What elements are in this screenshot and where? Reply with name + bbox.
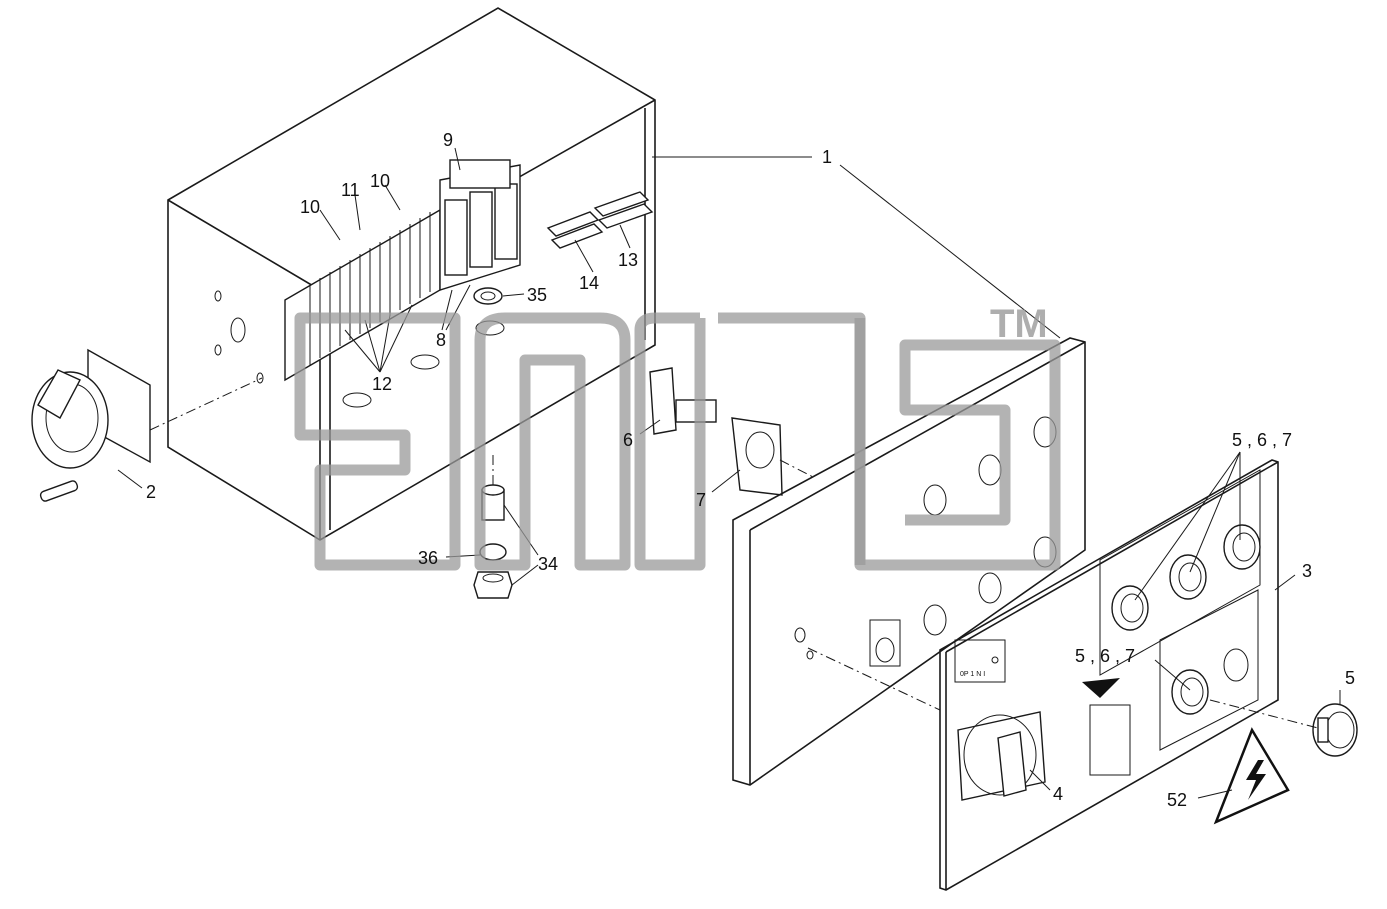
main-rotary-switch xyxy=(957,711,1046,801)
power-socket xyxy=(31,348,151,502)
callout-7: 7 xyxy=(696,490,706,510)
cable-gland xyxy=(473,484,513,599)
callout-2: 2 xyxy=(146,482,156,502)
watermark-logo: TM xyxy=(294,302,1061,571)
callout-36: 36 xyxy=(418,548,438,568)
callout-5-6-7-top: 5 , 6 , 7 xyxy=(1232,430,1292,450)
terminal-block-assembly xyxy=(284,159,521,382)
front-door-panel xyxy=(732,337,1086,786)
pilot-light-2 xyxy=(1169,554,1207,600)
push-button xyxy=(1312,703,1358,757)
grommet xyxy=(473,287,503,305)
warning-triangle-icon xyxy=(1213,727,1290,825)
callout-4: 4 xyxy=(1053,784,1063,804)
callout-35: 35 xyxy=(527,285,547,305)
callout-5: 5 xyxy=(1345,668,1355,688)
callout-9: 9 xyxy=(443,130,453,150)
mounting-adapter xyxy=(731,417,783,496)
arrow-marker xyxy=(1082,678,1120,698)
switch-position-label: 0P 1 N I xyxy=(960,671,985,678)
pilot-light-4 xyxy=(1171,669,1209,715)
callout-13: 13 xyxy=(618,250,638,270)
callout-6: 6 xyxy=(623,430,633,450)
callout-11: 11 xyxy=(341,180,360,200)
terminal-strip-lines xyxy=(309,212,431,365)
callout-10-left: 10 xyxy=(300,197,320,217)
circuit-breakers xyxy=(444,159,518,276)
callout-52: 52 xyxy=(1167,790,1187,810)
callout-3: 3 xyxy=(1302,561,1312,581)
jumper-bars xyxy=(546,191,654,249)
callout-14: 14 xyxy=(579,273,599,293)
watermark-tm: TM xyxy=(990,302,1048,346)
contact-block xyxy=(649,367,717,435)
callout-34: 34 xyxy=(538,554,558,574)
callout-1: 1 xyxy=(822,147,832,167)
assembly-axes xyxy=(149,377,1319,729)
pilot-light-1 xyxy=(1111,585,1149,631)
control-plate: 0P 1 N I xyxy=(939,459,1279,891)
pilot-light-3 xyxy=(1223,524,1261,570)
leader-lines xyxy=(117,147,1341,799)
callout-10-right: 10 xyxy=(370,171,390,191)
callout-8: 8 xyxy=(436,330,446,350)
callouts: 1 2 3 4 5 5 , 6 , 7 5 , 6 , 7 6 7 8 9 10… xyxy=(146,130,1355,810)
spare-hole xyxy=(1223,648,1249,682)
callout-5-6-7-bottom: 5 , 6 , 7 xyxy=(1075,646,1135,666)
callout-12: 12 xyxy=(372,374,392,394)
